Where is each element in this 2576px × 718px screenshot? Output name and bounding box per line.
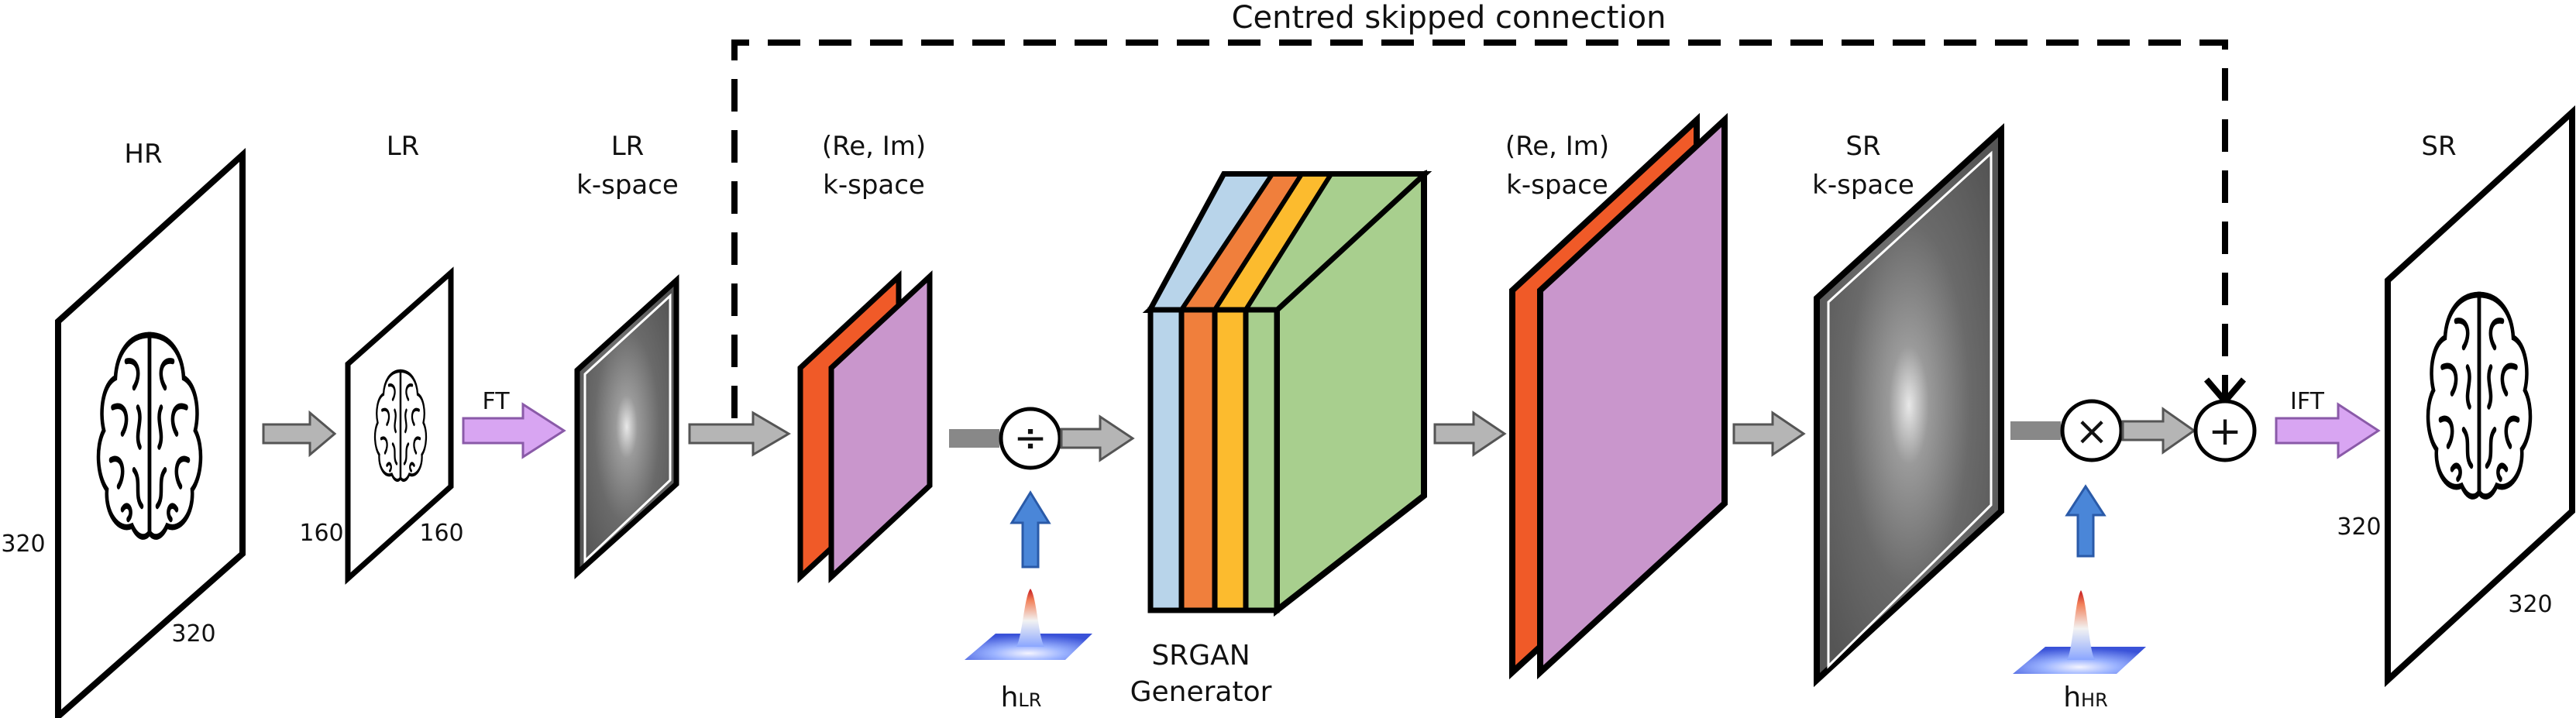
- reim-in-title-2: k-space: [823, 170, 925, 201]
- skip-connection-label: Centred skipped connection: [1232, 0, 1666, 36]
- hr-title: HR: [124, 139, 162, 170]
- arrow-to-reim-out: [1433, 411, 1507, 457]
- ift-label: IFT: [2290, 388, 2325, 415]
- up-arrow-hlr: [1009, 490, 1051, 569]
- lr-image: [345, 266, 454, 585]
- generator-title-1: SRGAN: [1151, 640, 1250, 672]
- multiply-operator: [2060, 399, 2124, 462]
- arrow-to-reim-in: [688, 411, 791, 457]
- arrow-divide-to-generator: [1060, 414, 1135, 462]
- lr-dim-side: 160: [299, 520, 343, 547]
- sr-kspace-title-1: SR: [1845, 131, 1880, 162]
- sr-kspace-image: [1814, 122, 2004, 688]
- hr-dim-bottom: 320: [171, 620, 215, 648]
- lr-dim-bottom: 160: [419, 520, 463, 547]
- hr-image: [55, 147, 246, 718]
- lr-kspace-title-2: k-space: [576, 170, 679, 201]
- add-operator: [2193, 399, 2257, 462]
- divide-operator: [999, 407, 1062, 470]
- lr-title: LR: [387, 131, 420, 162]
- srgan-generator-block: [1142, 170, 1432, 617]
- add-symbol: +: [2208, 408, 2242, 455]
- arrow-to-sr-kspace: [1732, 411, 1806, 457]
- hhr-kernel-icon: [2013, 590, 2146, 674]
- arrow-multiply-to-add: [2121, 407, 2196, 455]
- sr-title: SR: [2421, 131, 2456, 162]
- reim-input-planes: [797, 270, 933, 584]
- multiply-symbol: ×: [2075, 408, 2109, 455]
- reim-output-planes: [1509, 112, 1728, 680]
- ft-label: FT: [482, 388, 510, 415]
- sr-kspace-title-2: k-space: [1812, 170, 1914, 201]
- lr-kspace-title-1: LR: [611, 131, 645, 162]
- divide-symbol: ÷: [1013, 415, 1047, 462]
- reim-in-title-1: (Re, Im): [822, 131, 926, 162]
- generator-title-2: Generator: [1130, 676, 1272, 708]
- sr-dim-bottom: 320: [2508, 591, 2552, 618]
- sr-dim-side: 320: [2337, 514, 2381, 541]
- sr-image: [2385, 105, 2575, 688]
- hhr-label: hHR: [2063, 682, 2108, 713]
- ift-arrow: [2275, 402, 2381, 459]
- hr-dim-side: 320: [1, 531, 45, 558]
- hlr-kernel-icon: [965, 589, 1092, 660]
- arrow-hr-to-lr: [262, 410, 337, 458]
- ft-arrow: [462, 402, 566, 459]
- up-arrow-hhr: [2065, 484, 2107, 558]
- reim-out-title-2: k-space: [1506, 170, 1608, 201]
- reim-out-title-1: (Re, Im): [1505, 131, 1609, 162]
- lr-kspace-image: [574, 274, 679, 579]
- hlr-label: hLR: [1001, 682, 1042, 713]
